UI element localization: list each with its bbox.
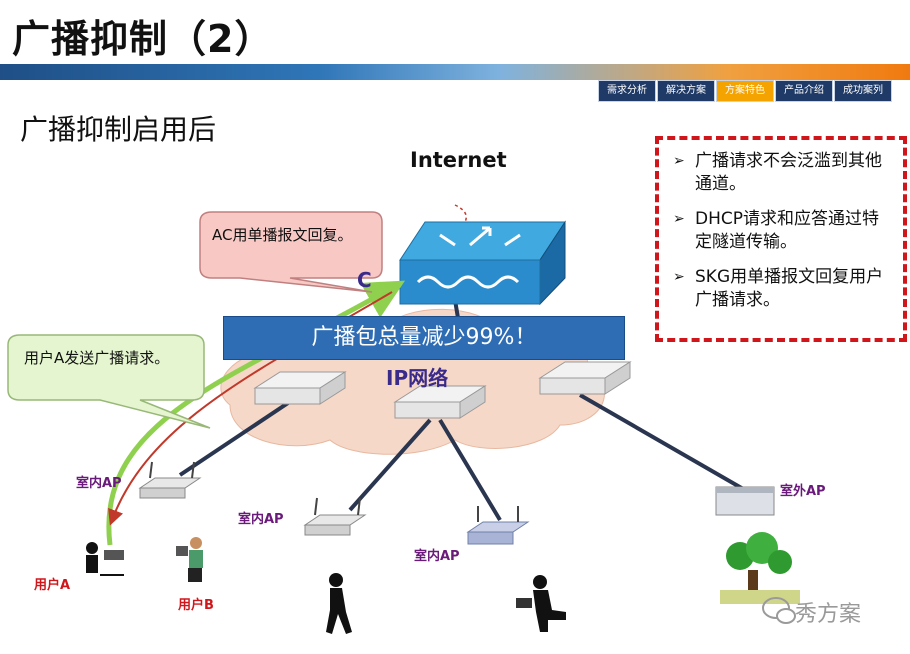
bullet-text: SKG用单播报文回复用户广播请求。 <box>695 267 884 310</box>
internet-label: Internet <box>410 148 507 172</box>
tab-solution-features[interactable]: 方案特色 <box>716 80 774 102</box>
callout-user-text: 用户A发送广播请求。 <box>24 349 170 367</box>
seated-person-icon <box>516 575 566 632</box>
arrow-bullet-icon: ➢ <box>673 269 685 285</box>
switch-icon <box>538 361 632 395</box>
bullet-text: 广播请求不会泛滥到其他通道。 <box>695 151 882 194</box>
callout-ac-bubble <box>199 211 383 293</box>
ip-network-label: IP网络 <box>386 366 449 390</box>
nav-tabs: 需求分析 解决方案 方案特色 产品介绍 成功案列 <box>598 80 893 102</box>
bullet-item: ➢ DHCP请求和应答通过特定隧道传输。 <box>673 208 891 254</box>
user-a-label: 用户A <box>34 578 71 593</box>
tree-icon <box>720 532 800 604</box>
tab-needs-analysis[interactable]: 需求分析 <box>598 80 656 102</box>
title-gradient-bar <box>0 64 910 80</box>
bullet-text: DHCP请求和应答通过特定隧道传输。 <box>695 209 879 252</box>
ac-controller-icon <box>399 220 566 306</box>
user-b-label: 用户B <box>178 598 214 613</box>
indoor-ap-label-2: 室内AP <box>238 512 284 527</box>
indoor-ap-icon <box>303 497 367 536</box>
internet-link <box>454 204 467 223</box>
arrow-bullet-icon: ➢ <box>673 153 685 169</box>
tab-products[interactable]: 产品介绍 <box>775 80 833 102</box>
network-links <box>178 299 746 522</box>
switch-icon <box>253 371 347 405</box>
wechat-icon <box>762 597 796 624</box>
outdoor-ap-label: 室外AP <box>780 484 826 499</box>
key-points-box: ➢ 广播请求不会泛滥到其他通道。 ➢ DHCP请求和应答通过特定隧道传输。 ➢ … <box>655 136 907 342</box>
outdoor-ap-icon <box>715 486 775 516</box>
callout-ac-text: AC用单播报文回复。 <box>212 226 353 244</box>
ac-label-fragment: C <box>357 268 372 292</box>
user-a-icon <box>86 542 124 576</box>
switch-icon <box>393 385 487 419</box>
arrow-bullet-icon: ➢ <box>673 211 685 227</box>
user-b-icon <box>176 537 203 582</box>
reduction-banner: 广播包总量减少99%！ <box>223 316 625 360</box>
indoor-ap-icon <box>138 461 202 499</box>
bullet-item: ➢ 广播请求不会泛滥到其他通道。 <box>673 150 891 196</box>
walking-person-icon <box>326 573 352 634</box>
bullet-item: ➢ SKG用单播报文回复用户广播请求。 <box>673 266 891 312</box>
indoor-ap-icon <box>466 506 530 545</box>
callout-user-bubble <box>7 334 211 429</box>
tab-success-cases[interactable]: 成功案列 <box>834 80 892 102</box>
indoor-ap-label-1: 室内AP <box>76 476 122 491</box>
watermark-text: 秀方案 <box>795 602 862 627</box>
indoor-ap-label-3: 室内AP <box>414 549 460 564</box>
slide-subtitle: 广播抑制启用后 <box>20 113 217 146</box>
tab-solution[interactable]: 解决方案 <box>657 80 715 102</box>
slide-title: 广播抑制（2） <box>12 17 274 61</box>
